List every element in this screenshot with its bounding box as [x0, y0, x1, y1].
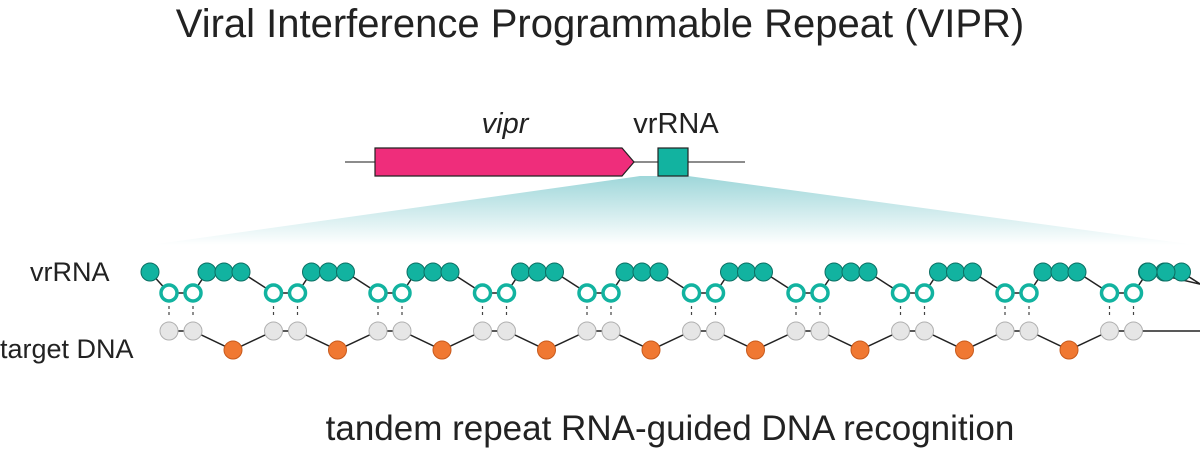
rna-nucleotide — [302, 262, 321, 282]
dna-paired-nucleotide — [159, 321, 179, 341]
rna-nucleotide — [406, 262, 426, 282]
rna-row-label: vrRNA — [30, 257, 110, 287]
dna-loop-nucleotide — [223, 340, 243, 360]
rna-paired-nucleotide — [263, 283, 284, 303]
dna-paired-nucleotide — [473, 321, 492, 341]
dna-paired-nucleotide — [392, 321, 412, 341]
dna-paired-nucleotide — [1019, 321, 1039, 341]
dna-paired-nucleotide — [995, 321, 1015, 341]
rna-nucleotide — [231, 262, 251, 282]
rna-paired-nucleotide — [601, 283, 621, 303]
dna-paired-nucleotide — [915, 321, 934, 341]
rna-nucleotide — [615, 262, 635, 282]
rna-paired-nucleotide — [392, 283, 412, 303]
rna-paired-nucleotide — [577, 283, 597, 303]
diagram-caption: tandem repeat RNA-guided DNA recognition — [325, 409, 1015, 448]
dna-paired-nucleotide — [183, 321, 203, 341]
dna-loop-nucleotide — [1059, 340, 1079, 360]
rna-nucleotide — [214, 262, 234, 282]
rna-paired-nucleotide — [496, 283, 517, 303]
rna-nucleotide — [649, 262, 669, 282]
rna-paired-nucleotide — [472, 283, 493, 303]
rna-paired-nucleotide — [287, 283, 308, 303]
zoom-fan — [150, 176, 1195, 245]
rna-paired-nucleotide — [705, 283, 726, 303]
rna-nucleotide — [440, 262, 460, 282]
dna-loop-nucleotide — [746, 340, 765, 360]
rna-nucleotide — [824, 262, 844, 282]
dna-loop-nucleotide — [328, 340, 347, 360]
rna-paired-nucleotide — [1099, 283, 1120, 303]
rna-nucleotide — [528, 262, 547, 282]
rna-nucleotide — [336, 262, 355, 282]
rna-paired-nucleotide — [890, 283, 911, 303]
rna-paired-nucleotide — [995, 283, 1015, 303]
vrrna-repeat-box — [657, 147, 689, 177]
rna-nucleotide — [1033, 262, 1053, 282]
vrrna-box-label: vrRNA — [633, 108, 719, 140]
rna-paired-nucleotide — [914, 283, 935, 303]
rna-nucleotide — [197, 262, 217, 282]
dna-loop-nucleotide — [537, 340, 556, 360]
rna-nucleotide — [929, 262, 948, 282]
dna-paired-nucleotide — [706, 321, 725, 341]
dna-paired-nucleotide — [1124, 321, 1143, 341]
vipr-gene-label: vipr — [482, 108, 530, 140]
rna-nucleotide — [423, 262, 443, 282]
rna-paired-nucleotide — [183, 283, 203, 303]
rna-nucleotide — [963, 262, 982, 282]
dna-paired-nucleotide — [810, 321, 830, 341]
dna-paired-nucleotide — [497, 321, 516, 341]
rna-nucleotide — [511, 262, 530, 282]
dna-paired-nucleotide — [682, 321, 701, 341]
rna-nucleotide — [1067, 262, 1087, 282]
dna-paired-nucleotide — [577, 321, 597, 341]
repeat-pairing-track — [140, 262, 1200, 360]
vipr-gene-arrow — [374, 147, 635, 177]
dna-loop-nucleotide — [955, 340, 974, 360]
rna-nucleotide — [1050, 262, 1070, 282]
rna-nucleotide — [720, 262, 739, 282]
rna-nucleotide — [140, 262, 160, 282]
dna-row-label: target DNA — [0, 334, 134, 364]
rna-paired-nucleotide — [786, 283, 806, 303]
rna-nucleotide — [946, 262, 965, 282]
rna-nucleotide — [632, 262, 652, 282]
dna-paired-nucleotide — [368, 321, 388, 341]
rna-nucleotide — [545, 262, 564, 282]
rna-nucleotide — [841, 262, 861, 282]
rna-nucleotide — [858, 262, 878, 282]
rna-paired-nucleotide — [1019, 283, 1039, 303]
diagram-title: Viral Interference Programmable Repeat (… — [175, 2, 1025, 46]
dna-paired-nucleotide — [288, 321, 307, 341]
rna-nucleotide — [319, 262, 338, 282]
rna-paired-nucleotide — [368, 283, 388, 303]
dna-paired-nucleotide — [786, 321, 806, 341]
dna-paired-nucleotide — [891, 321, 910, 341]
dna-paired-nucleotide — [1100, 321, 1119, 341]
rna-paired-nucleotide — [681, 283, 702, 303]
rna-nucleotide — [1156, 262, 1176, 282]
rna-nucleotide — [1138, 262, 1158, 282]
rna-nucleotide — [754, 262, 773, 282]
dna-paired-nucleotide — [264, 321, 283, 341]
dna-loop-nucleotide — [641, 340, 661, 360]
rna-paired-nucleotide — [810, 283, 830, 303]
dna-loop-nucleotide — [850, 340, 870, 360]
rna-paired-nucleotide — [1123, 283, 1144, 303]
dna-paired-nucleotide — [601, 321, 621, 341]
rna-paired-nucleotide — [159, 283, 179, 303]
rna-nucleotide — [737, 262, 756, 282]
dna-loop-nucleotide — [432, 340, 452, 360]
